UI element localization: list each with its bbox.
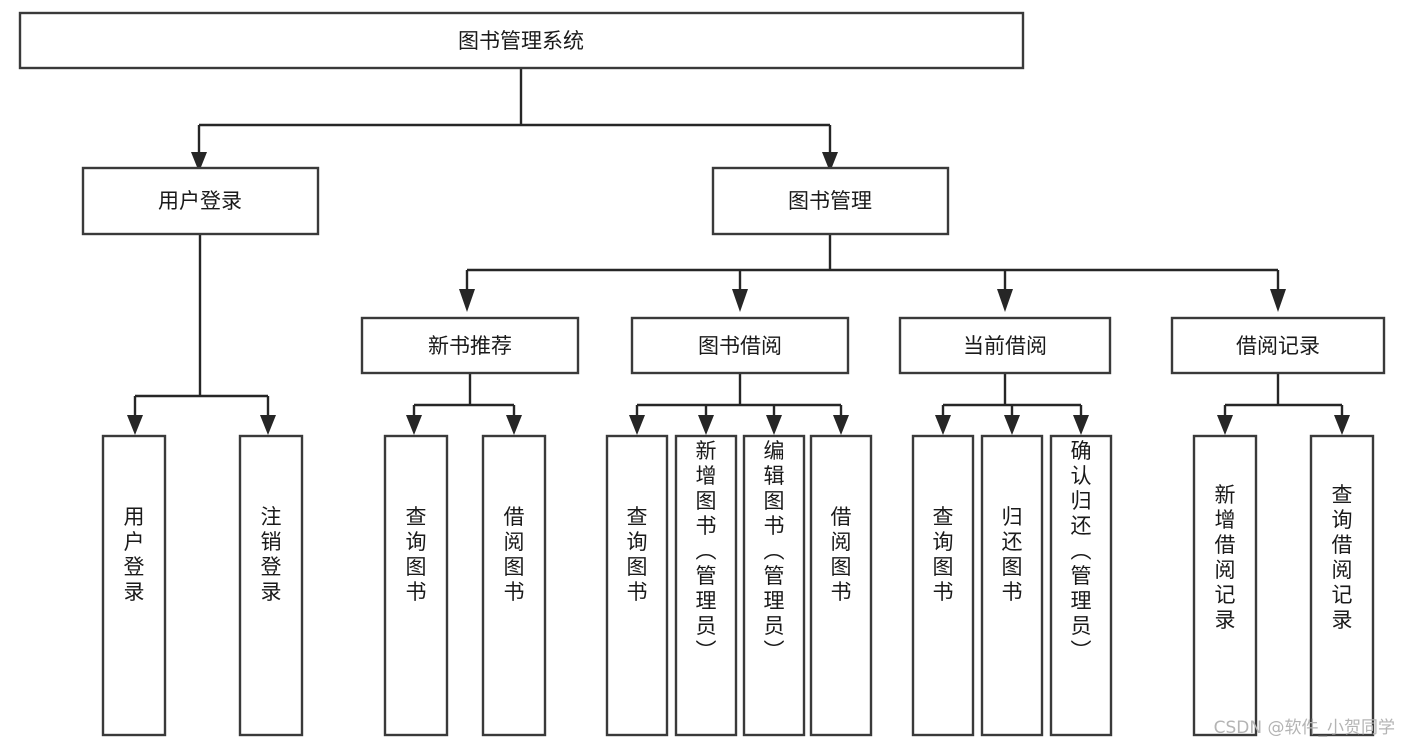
leaf-cb-return-book-label: 归还图书 [1002, 505, 1023, 604]
connector-borrow-record-to-leaves [1223, 373, 1344, 418]
leaf-bb-edit-book-box[interactable] [742, 434, 806, 737]
arrow-to-leaf-confirm-return [1073, 415, 1089, 435]
leaf-bb-query-book-box[interactable] [605, 434, 669, 737]
leaf-bb-edit-book[interactable]: 编辑图书︵管理员︶ [742, 434, 806, 737]
leaf-user-logout-box[interactable] [238, 434, 304, 737]
arrow-to-leaf-edit-book [766, 415, 782, 435]
new-book-recommend-box[interactable] [360, 316, 580, 375]
leaf-nbr-query-book-label: 查询图书 [406, 505, 427, 604]
leaf-cb-query-book[interactable]: 查询图书 [911, 434, 975, 737]
leaf-cb-confirm-return-label: 确认归还︵管理员︶ [1071, 439, 1092, 663]
leaf-bb-add-book-box[interactable] [674, 434, 738, 737]
arrow-to-book-manage [822, 152, 838, 172]
leaf-nbr-borrow-book-box[interactable] [481, 434, 547, 737]
leaf-cb-return-book[interactable]: 归还图书 [980, 434, 1044, 737]
arrow-to-book-borrow [732, 289, 748, 312]
node-root-system[interactable]: 图书管理系统 [18, 11, 1025, 70]
arrow-to-leaf-add-record [1217, 415, 1233, 435]
arrow-to-leaf-query-book-3 [935, 415, 951, 435]
arrow-to-leaf-query-book-2 [629, 415, 645, 435]
arrow-to-leaf-user-logout [260, 415, 276, 435]
arrow-to-leaf-add-book [698, 415, 714, 435]
leaf-nbr-borrow-book[interactable]: 借阅图书 [481, 434, 547, 737]
leaf-bb-add-book-label: 新增图书︵管理员︶ [696, 439, 717, 663]
arrow-to-current-borrow [997, 289, 1013, 312]
node-book-manage[interactable]: 图书管理 [711, 166, 950, 236]
arrow-to-leaf-borrow-book-2 [833, 415, 849, 435]
root-box[interactable] [18, 11, 1025, 70]
leaf-cb-return-book-box[interactable] [980, 434, 1044, 737]
arrow-to-user-login [191, 152, 207, 172]
arrow-to-new-book-recommend [459, 289, 475, 312]
node-book-borrow[interactable]: 图书借阅 [630, 316, 850, 375]
arrow-to-leaf-user-login [127, 415, 143, 435]
leaf-bb-borrow-book-box[interactable] [809, 434, 873, 737]
leaf-cb-query-book-box[interactable] [911, 434, 975, 737]
leaf-user-logout-label: 注销登录 [261, 505, 282, 604]
user-login-box[interactable] [81, 166, 320, 236]
csdn-watermark: CSDN @软件_小贺同学 [1214, 718, 1395, 738]
leaf-user-login-box[interactable] [101, 434, 167, 737]
root-label: 图书管理系统 [458, 29, 584, 53]
leaf-user-login[interactable]: 用户登录 [101, 434, 167, 737]
leaf-bb-query-book-label: 查询图书 [627, 505, 648, 604]
connector-current-borrow-to-leaves [941, 373, 1083, 418]
leaf-br-query-record[interactable]: 查询借阅记录 [1309, 434, 1375, 737]
book-borrow-label: 图书借阅 [698, 334, 782, 358]
new-book-recommend-label: 新书推荐 [428, 334, 512, 358]
leaf-bb-add-book[interactable]: 新增图书︵管理员︶ [674, 434, 738, 737]
leaf-br-add-record[interactable]: 新增借阅记录 [1192, 434, 1258, 737]
leaf-cb-confirm-return-box[interactable] [1049, 434, 1113, 737]
node-borrow-record[interactable]: 借阅记录 [1170, 316, 1386, 375]
current-borrow-box[interactable] [898, 316, 1112, 375]
leaf-bb-edit-book-label: 编辑图书︵管理员︶ [764, 439, 785, 663]
arrow-to-borrow-record [1270, 289, 1286, 312]
book-borrow-box[interactable] [630, 316, 850, 375]
book-manage-box[interactable] [711, 166, 950, 236]
leaf-nbr-query-book-box[interactable] [383, 434, 449, 737]
leaf-nbr-borrow-book-label: 借阅图书 [504, 505, 525, 604]
leaf-bb-borrow-book-label: 借阅图书 [831, 505, 852, 604]
leaf-bb-borrow-book[interactable]: 借阅图书 [809, 434, 873, 737]
arrow-to-leaf-borrow-book-1 [506, 415, 522, 435]
current-borrow-label: 当前借阅 [963, 334, 1047, 358]
leaf-bb-query-book[interactable]: 查询图书 [605, 434, 669, 737]
node-new-book-recommend[interactable]: 新书推荐 [360, 316, 580, 375]
connector-root-to-level2 [197, 68, 832, 155]
arrow-to-leaf-query-record [1334, 415, 1350, 435]
user-login-label: 用户登录 [158, 189, 242, 213]
connector-layer [127, 68, 1350, 435]
leaf-cb-query-book-label: 查询图书 [933, 505, 954, 604]
borrow-record-box[interactable] [1170, 316, 1386, 375]
leaf-user-logout[interactable]: 注销登录 [238, 434, 304, 737]
leaf-br-query-record-label: 查询借阅记录 [1332, 483, 1353, 632]
arrow-to-leaf-return-book [1004, 415, 1020, 435]
connector-book-manage-to-level3 [465, 234, 1280, 292]
arrow-to-leaf-query-book-1 [406, 415, 422, 435]
leaf-user-login-label: 用户登录 [124, 505, 145, 604]
node-current-borrow[interactable]: 当前借阅 [898, 316, 1112, 375]
leaf-br-add-record-box[interactable] [1192, 434, 1258, 737]
leaf-nbr-query-book[interactable]: 查询图书 [383, 434, 449, 737]
connector-book-borrow-to-leaves [635, 373, 843, 418]
borrow-record-label: 借阅记录 [1236, 334, 1320, 358]
book-manage-label: 图书管理 [788, 189, 872, 213]
leaf-cb-confirm-return[interactable]: 确认归还︵管理员︶ [1049, 434, 1113, 737]
connector-user-login-to-leaves [133, 234, 270, 418]
node-user-login[interactable]: 用户登录 [81, 166, 320, 236]
leaf-br-add-record-label: 新增借阅记录 [1215, 483, 1236, 632]
leaf-br-query-record-box[interactable] [1309, 434, 1375, 737]
connector-new-book-to-leaves [412, 373, 516, 418]
